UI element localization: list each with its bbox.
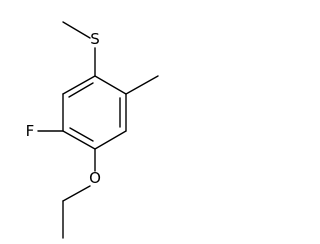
ring-bond-top-left — [62, 75, 96, 95]
ring-bond-bottom-left — [62, 130, 96, 150]
sulfur-atom-label: S — [90, 30, 100, 48]
ring-bond-top-right — [94, 75, 127, 95]
ring-bond-bottom-right — [94, 130, 127, 150]
oxygen-atom-label: O — [89, 169, 101, 187]
sulfur-methyl-bond — [62, 21, 91, 39]
oxygen-ethyl-bond — [62, 185, 91, 202]
ring-double-bond-top-left — [68, 82, 94, 98]
fluorine-atom-label: F — [26, 122, 35, 140]
methyl-bond — [125, 75, 159, 95]
ring-double-bond-bottom-left — [69, 127, 94, 142]
molecule-structure: S F O — [26, 21, 159, 239]
